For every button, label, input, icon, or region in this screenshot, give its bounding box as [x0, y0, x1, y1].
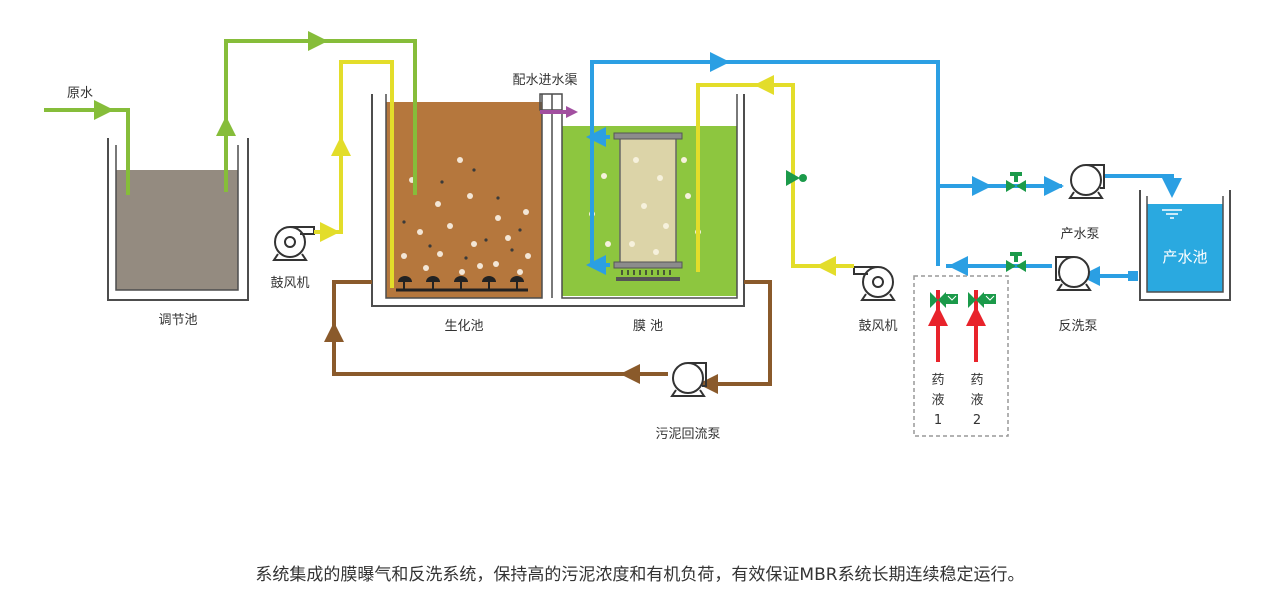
svg-text:1: 1: [934, 413, 942, 428]
feed-line: [216, 31, 417, 195]
blower-1: [272, 226, 315, 261]
svg-text:液: 液: [931, 393, 944, 408]
sludge-return-pump-label: 污泥回流泵: [655, 427, 720, 442]
product-valve-icon: [1006, 172, 1026, 192]
tank-walls: [371, 93, 745, 307]
mbr-process-diagram: 调节池 原水: [44, 31, 1231, 442]
permeate-line: [586, 52, 1182, 286]
blower-2: [853, 266, 896, 301]
product-tank-water: [1147, 204, 1223, 292]
regulating-tank: [107, 138, 249, 301]
chemical-valve-2-icon: [968, 292, 996, 308]
raw-water-line: [44, 100, 130, 195]
backwash-pump: [1055, 256, 1092, 291]
chemical-2-label: 药 液 2: [970, 373, 983, 428]
chemical-dosing-box: [913, 275, 1009, 437]
sludge-return-line: [324, 280, 772, 394]
inlet-channel-label: 配水进水渠: [512, 73, 577, 88]
svg-text:药: 药: [931, 373, 944, 388]
distribution-arrow: [566, 106, 578, 118]
chemical-1-label: 药 液 1: [931, 373, 944, 428]
membrane-tank-label: 膜 池: [633, 319, 663, 334]
membrane-module: [619, 137, 677, 265]
svg-text:液: 液: [970, 393, 983, 408]
blower-1-label: 鼓风机: [270, 276, 309, 291]
chemical-lines: [928, 290, 986, 362]
caption: 系统集成的膜曝气和反洗系统，保持高的污泥浓度和有机负荷，有效保证MBR系统长期连…: [255, 565, 1025, 585]
product-pump-label: 产水泵: [1060, 227, 1099, 242]
product-tank: [1139, 190, 1231, 301]
bio-tank-liquid: [386, 102, 542, 298]
svg-text:2: 2: [973, 413, 981, 428]
regulating-tank-liquid: [116, 170, 238, 290]
backwash-pump-label: 反洗泵: [1058, 319, 1097, 334]
blower-2-label: 鼓风机: [858, 319, 897, 334]
air-line-bio: [314, 60, 394, 288]
regulating-tank-label: 调节池: [158, 313, 197, 328]
backwash-valve-icon: [1006, 252, 1026, 272]
svg-text:药: 药: [970, 373, 983, 388]
bio-tank: [386, 102, 542, 298]
bio-tank-label: 生化池: [444, 319, 483, 334]
product-pump: [1068, 164, 1105, 199]
product-tank-label: 产水池: [1162, 248, 1207, 266]
raw-water-label: 原水: [67, 86, 93, 101]
air-valve-icon: [786, 170, 807, 186]
chemical-valve-1-icon: [930, 292, 958, 308]
air-line-membrane: [696, 75, 854, 276]
tank-outlet-fitting: [1128, 271, 1138, 281]
membrane-tank: [562, 126, 737, 296]
sludge-return-pump: [670, 362, 707, 397]
